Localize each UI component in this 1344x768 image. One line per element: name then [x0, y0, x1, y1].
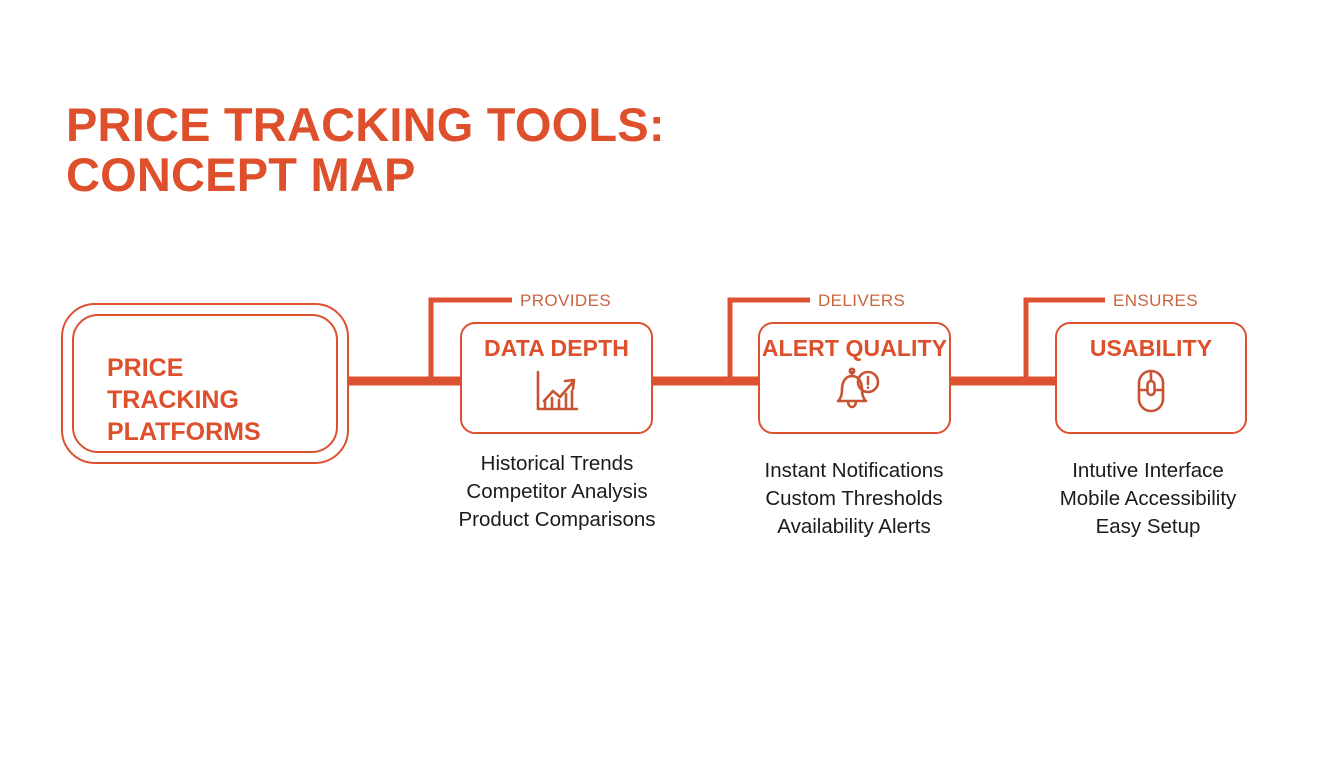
node-card-usability[interactable]: USABILITY: [1055, 322, 1247, 434]
relation-label-provides: PROVIDES: [520, 291, 612, 310]
relation-label-ensures: ENSURES: [1113, 291, 1198, 310]
relation-label-delivers: DELIVERS: [818, 291, 906, 310]
root-node-price-tracking-platforms[interactable]: PRICE TRACKING PLATFORMS: [61, 303, 349, 464]
page-title: PRICE TRACKING TOOLS: CONCEPT MAP: [66, 98, 665, 201]
node-card-alert-quality[interactable]: ALERT QUALITY: [758, 322, 951, 434]
root-node-label: PRICE TRACKING PLATFORMS: [107, 354, 261, 446]
node-title-data-depth: DATA DEPTH: [484, 335, 629, 361]
node-card-data-depth[interactable]: DATA DEPTH: [460, 322, 653, 434]
computer-mouse-icon: [1137, 369, 1165, 413]
bell-alert-icon: [836, 367, 879, 409]
root-node-inner-outline: [72, 314, 338, 453]
growth-chart-icon: [536, 370, 578, 411]
detail-list-alert-quality: Instant Notifications Custom Thresholds …: [764, 459, 944, 538]
detail-list-usability: Intutive Interface Mobile Accessibility …: [1059, 459, 1237, 538]
node-title-usability: USABILITY: [1089, 335, 1213, 361]
node-title-alert-quality: ALERT QUALITY: [761, 335, 948, 361]
detail-list-data-depth: Historical Trends Competitor Analysis Pr…: [458, 452, 656, 531]
